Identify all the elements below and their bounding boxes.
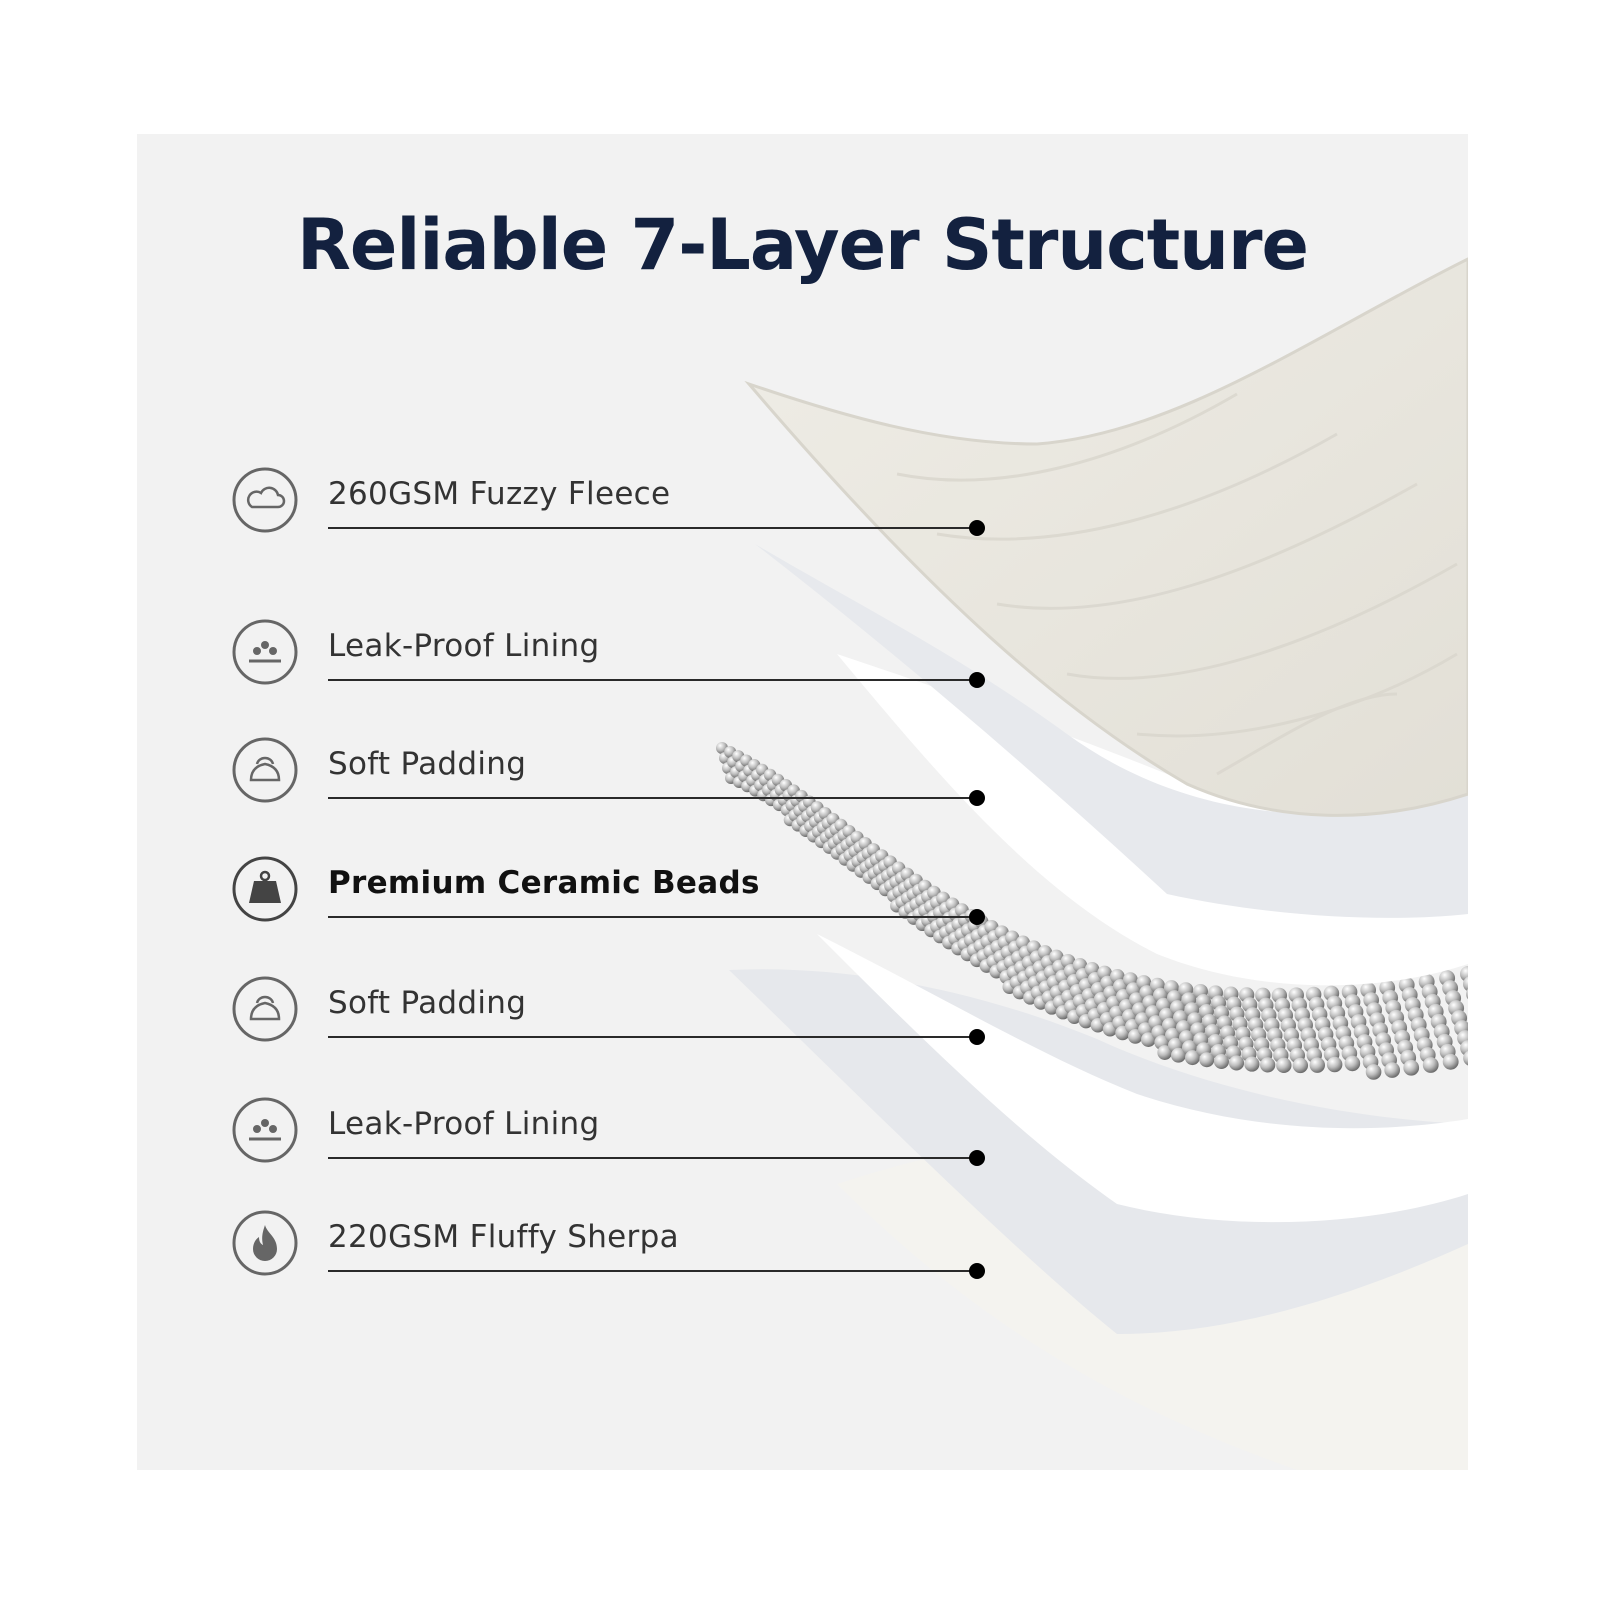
ceramic-bead — [1292, 1057, 1309, 1074]
ceramic-bead — [1463, 1050, 1468, 1066]
lower-padding-layer — [817, 934, 1468, 1223]
layer-row-padding-top: Soft Padding — [231, 736, 991, 816]
ceramic-bead — [1141, 1032, 1156, 1047]
upper-lining-layer — [755, 544, 1468, 918]
ceramic-bead — [1260, 1057, 1276, 1073]
leader-line — [328, 1036, 976, 1038]
ceramic-bead — [1213, 1053, 1229, 1070]
droplets-barrier-icon — [231, 1096, 299, 1164]
ceramic-bead — [1157, 1045, 1173, 1060]
ceramic-bead — [1344, 1055, 1361, 1072]
droplets-barrier-icon — [231, 618, 299, 686]
leader-line — [328, 1270, 976, 1272]
cushion-icon — [231, 975, 299, 1043]
layer-row-beads: Premium Ceramic Beads — [231, 855, 991, 935]
ceramic-bead — [1422, 1057, 1439, 1073]
page-title: Reliable 7-Layer Structure — [296, 204, 1309, 286]
layer-label: Premium Ceramic Beads — [328, 865, 760, 901]
ceramic-bead — [1184, 1050, 1200, 1066]
leader-line — [328, 916, 976, 918]
ceramic-bead — [1170, 1047, 1186, 1063]
ceramic-bead — [1384, 1062, 1401, 1078]
ceramic-bead — [1244, 1056, 1260, 1072]
layer-label: 220GSM Fluffy Sherpa — [328, 1219, 679, 1255]
infographic-panel: Reliable 7-Layer Structure 260GSM Fuzzy … — [137, 134, 1468, 1470]
layer-label: 260GSM Fuzzy Fleece — [328, 476, 671, 512]
layer-label: Leak-Proof Lining — [328, 1106, 600, 1142]
ceramic-bead — [1403, 1059, 1420, 1076]
leader-dot — [969, 1263, 985, 1279]
cushion-icon — [231, 736, 299, 804]
fleece-texture — [896, 392, 1458, 776]
leader-dot — [969, 909, 985, 925]
ceramic-bead — [1276, 1057, 1292, 1073]
leader-dot — [969, 672, 985, 688]
layer-label: Leak-Proof Lining — [328, 628, 600, 664]
flame-icon — [231, 1209, 299, 1277]
ceramic-beads-layer — [716, 742, 1468, 1080]
layer-row-sherpa: 220GSM Fluffy Sherpa — [231, 1209, 991, 1289]
leader-line — [328, 679, 976, 681]
weight-icon — [231, 855, 299, 923]
ceramic-bead — [1466, 988, 1468, 1000]
ceramic-bead — [1442, 1053, 1459, 1070]
layer-row-fleece: 260GSM Fuzzy Fleece — [231, 466, 991, 546]
leader-dot — [969, 520, 985, 536]
layer-label: Soft Padding — [328, 746, 527, 782]
layer-row-lining-top: Leak-Proof Lining — [231, 618, 991, 698]
leader-dot — [969, 1150, 985, 1166]
ceramic-bead — [1365, 1064, 1382, 1080]
layer-row-lining-bottom: Leak-Proof Lining — [231, 1096, 991, 1176]
ceramic-bead — [1463, 976, 1468, 992]
layer-row-padding-bottom: Soft Padding — [231, 975, 991, 1055]
leader-dot — [969, 1029, 985, 1045]
leader-dot — [969, 790, 985, 806]
fleece-layer — [744, 257, 1468, 817]
leader-line — [328, 797, 976, 799]
cloud-icon — [231, 466, 299, 534]
leader-line — [328, 527, 976, 529]
leader-line — [328, 1157, 976, 1159]
layer-label: Soft Padding — [328, 985, 527, 1021]
ceramic-bead — [1309, 1057, 1326, 1073]
ceramic-bead — [1199, 1052, 1215, 1068]
ceramic-bead — [1228, 1055, 1245, 1071]
blanket-layers-illustration — [716, 257, 1468, 1470]
ceramic-bead — [1326, 1056, 1343, 1073]
